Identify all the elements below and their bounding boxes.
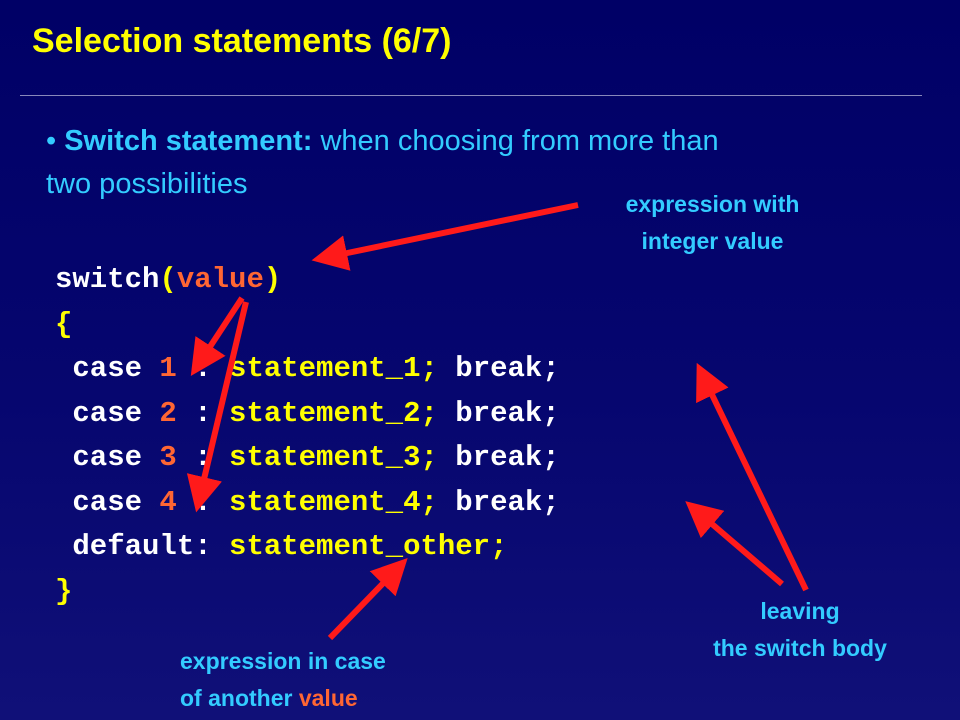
annotation-expression-integer: expression with integer value [585,186,840,260]
annotation-leaving: leaving the switch body [680,593,920,667]
case-statement: statement_1; [229,352,438,385]
bullet-keyword: Switch statement: [64,125,313,157]
code-lparen: ( [159,263,177,296]
case-break: break; [437,352,560,385]
case-break: break; [437,485,560,519]
arrow-to-break-1 [696,362,809,592]
default-statement: statement_other; [211,530,508,563]
case-number: 3 [159,441,177,474]
case-keyword: case [55,441,160,474]
arrow-to-switch-value [311,202,579,271]
case-statement: statement_3; [229,441,438,474]
bullet-text-line1: when choosing from more than [312,125,719,157]
bullet-point: • Switch statement: when choosing from m… [46,120,926,206]
arrow-to-default-statement [327,557,408,641]
bullet-marker: • [46,125,57,157]
case-keyword: case [55,396,160,430]
slide-title: Selection statements (6/7) [32,22,452,60]
code-close-brace: } [55,574,73,608]
arrow-to-break-4 [685,501,784,587]
case-statement: statement_4; [229,485,438,519]
case-break: break; [437,441,560,474]
arrow-to-case-1 [190,296,245,377]
annotation-leaving-line2: the switch body [713,635,887,661]
code-case-line: case 2 : statement_2; break; [55,396,560,430]
code-rparen: ) [263,263,282,296]
code-block: switch(value) { case 1 : statement_1; br… [55,258,560,614]
code-case-line: case 4 : statement_4; break; [55,485,560,519]
case-keyword: case [55,485,160,519]
case-keyword: case [55,352,160,385]
annotation-expression-integer-line2: integer value [641,228,784,254]
arrow-to-case-4 [186,301,249,513]
code-open-brace: { [55,307,73,341]
case-number: 2 [159,396,177,430]
code-case-line: case 3 : statement_3; break; [55,441,560,474]
title-divider [20,95,922,96]
bullet-text-line2: two possibilities [46,168,248,200]
annotation-expression-other: expression in case of another value [180,643,386,717]
case-number: 1 [159,352,177,385]
code-switch-value: value [176,263,264,296]
case-break: break; [437,396,560,430]
annotation-expression-integer-line1: expression with [625,191,800,217]
annotation-expression-other-line1: expression in case [180,648,386,674]
case-number: 4 [159,485,177,519]
code-switch-keyword: switch [55,263,160,296]
case-colon: : [176,396,230,430]
annotation-leaving-line1: leaving [760,598,840,624]
code-default-line: default: statement_other; [55,530,508,563]
annotation-expression-other-line2a: of another [180,685,299,711]
default-keyword: default: [55,530,212,563]
annotation-expression-other-line2b: value [298,685,358,711]
case-statement: statement_2; [229,396,438,430]
